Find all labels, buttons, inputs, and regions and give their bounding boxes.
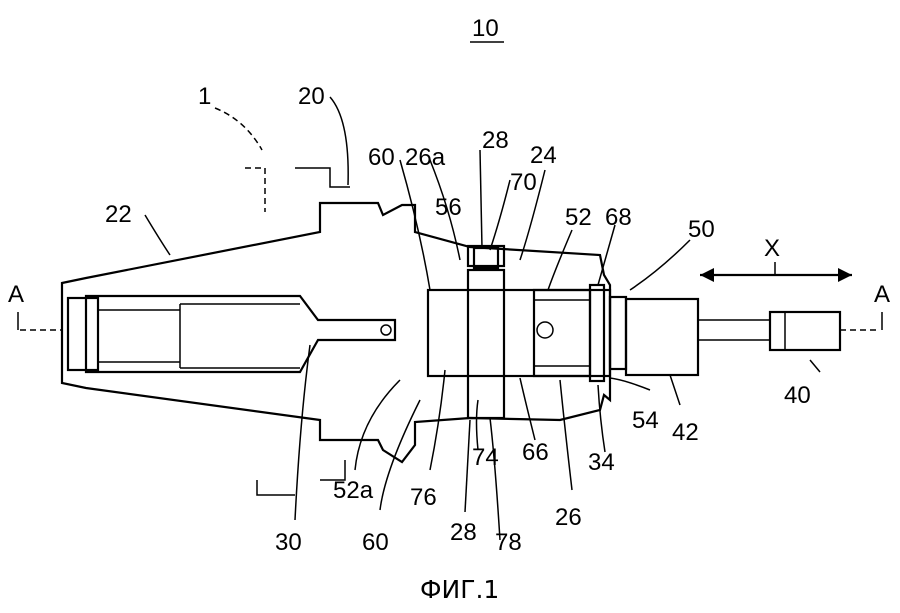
label-28-top: 28 [482,127,509,154]
section-label-right: A [874,281,890,308]
label-20: 20 [298,83,325,110]
reference-labels: 1 20 22 60 26a 28 24 70 56 52 68 50 40 4… [105,83,811,556]
section-label-left: A [8,281,24,308]
label-22: 22 [105,201,132,228]
label-52: 52 [565,204,592,231]
figure-caption: ФИГ.1 [420,575,499,604]
label-56: 56 [435,194,462,221]
label-26: 26 [555,504,582,531]
label-30: 30 [275,529,302,556]
direction-label: X [764,235,780,262]
label-68: 68 [605,204,632,231]
label-42: 42 [672,419,699,446]
label-78: 78 [495,529,522,556]
label-70: 70 [510,169,537,196]
label-76: 76 [410,484,437,511]
label-54: 54 [632,407,659,434]
shank-bore [66,296,392,372]
flange-lines [245,167,350,496]
direction-arrow: X [700,235,852,282]
label-66: 66 [522,439,549,466]
label-50: 50 [688,216,715,243]
label-74: 74 [472,444,499,471]
label-26a: 26a [405,144,446,171]
label-60-bot: 60 [362,529,389,556]
section-line: A A [8,281,890,331]
tool-shank [608,295,842,377]
leader-lines [144,96,821,541]
label-34: 34 [588,449,615,476]
label-24: 24 [530,142,557,169]
label-1: 1 [198,83,211,110]
label-40: 40 [784,382,811,409]
label-60-top: 60 [368,144,395,171]
figure-number: 10 [472,15,499,42]
holder-body [60,201,612,464]
label-52a: 52a [333,477,374,504]
clamp-assembly [427,246,606,420]
label-28-bot: 28 [450,519,477,546]
